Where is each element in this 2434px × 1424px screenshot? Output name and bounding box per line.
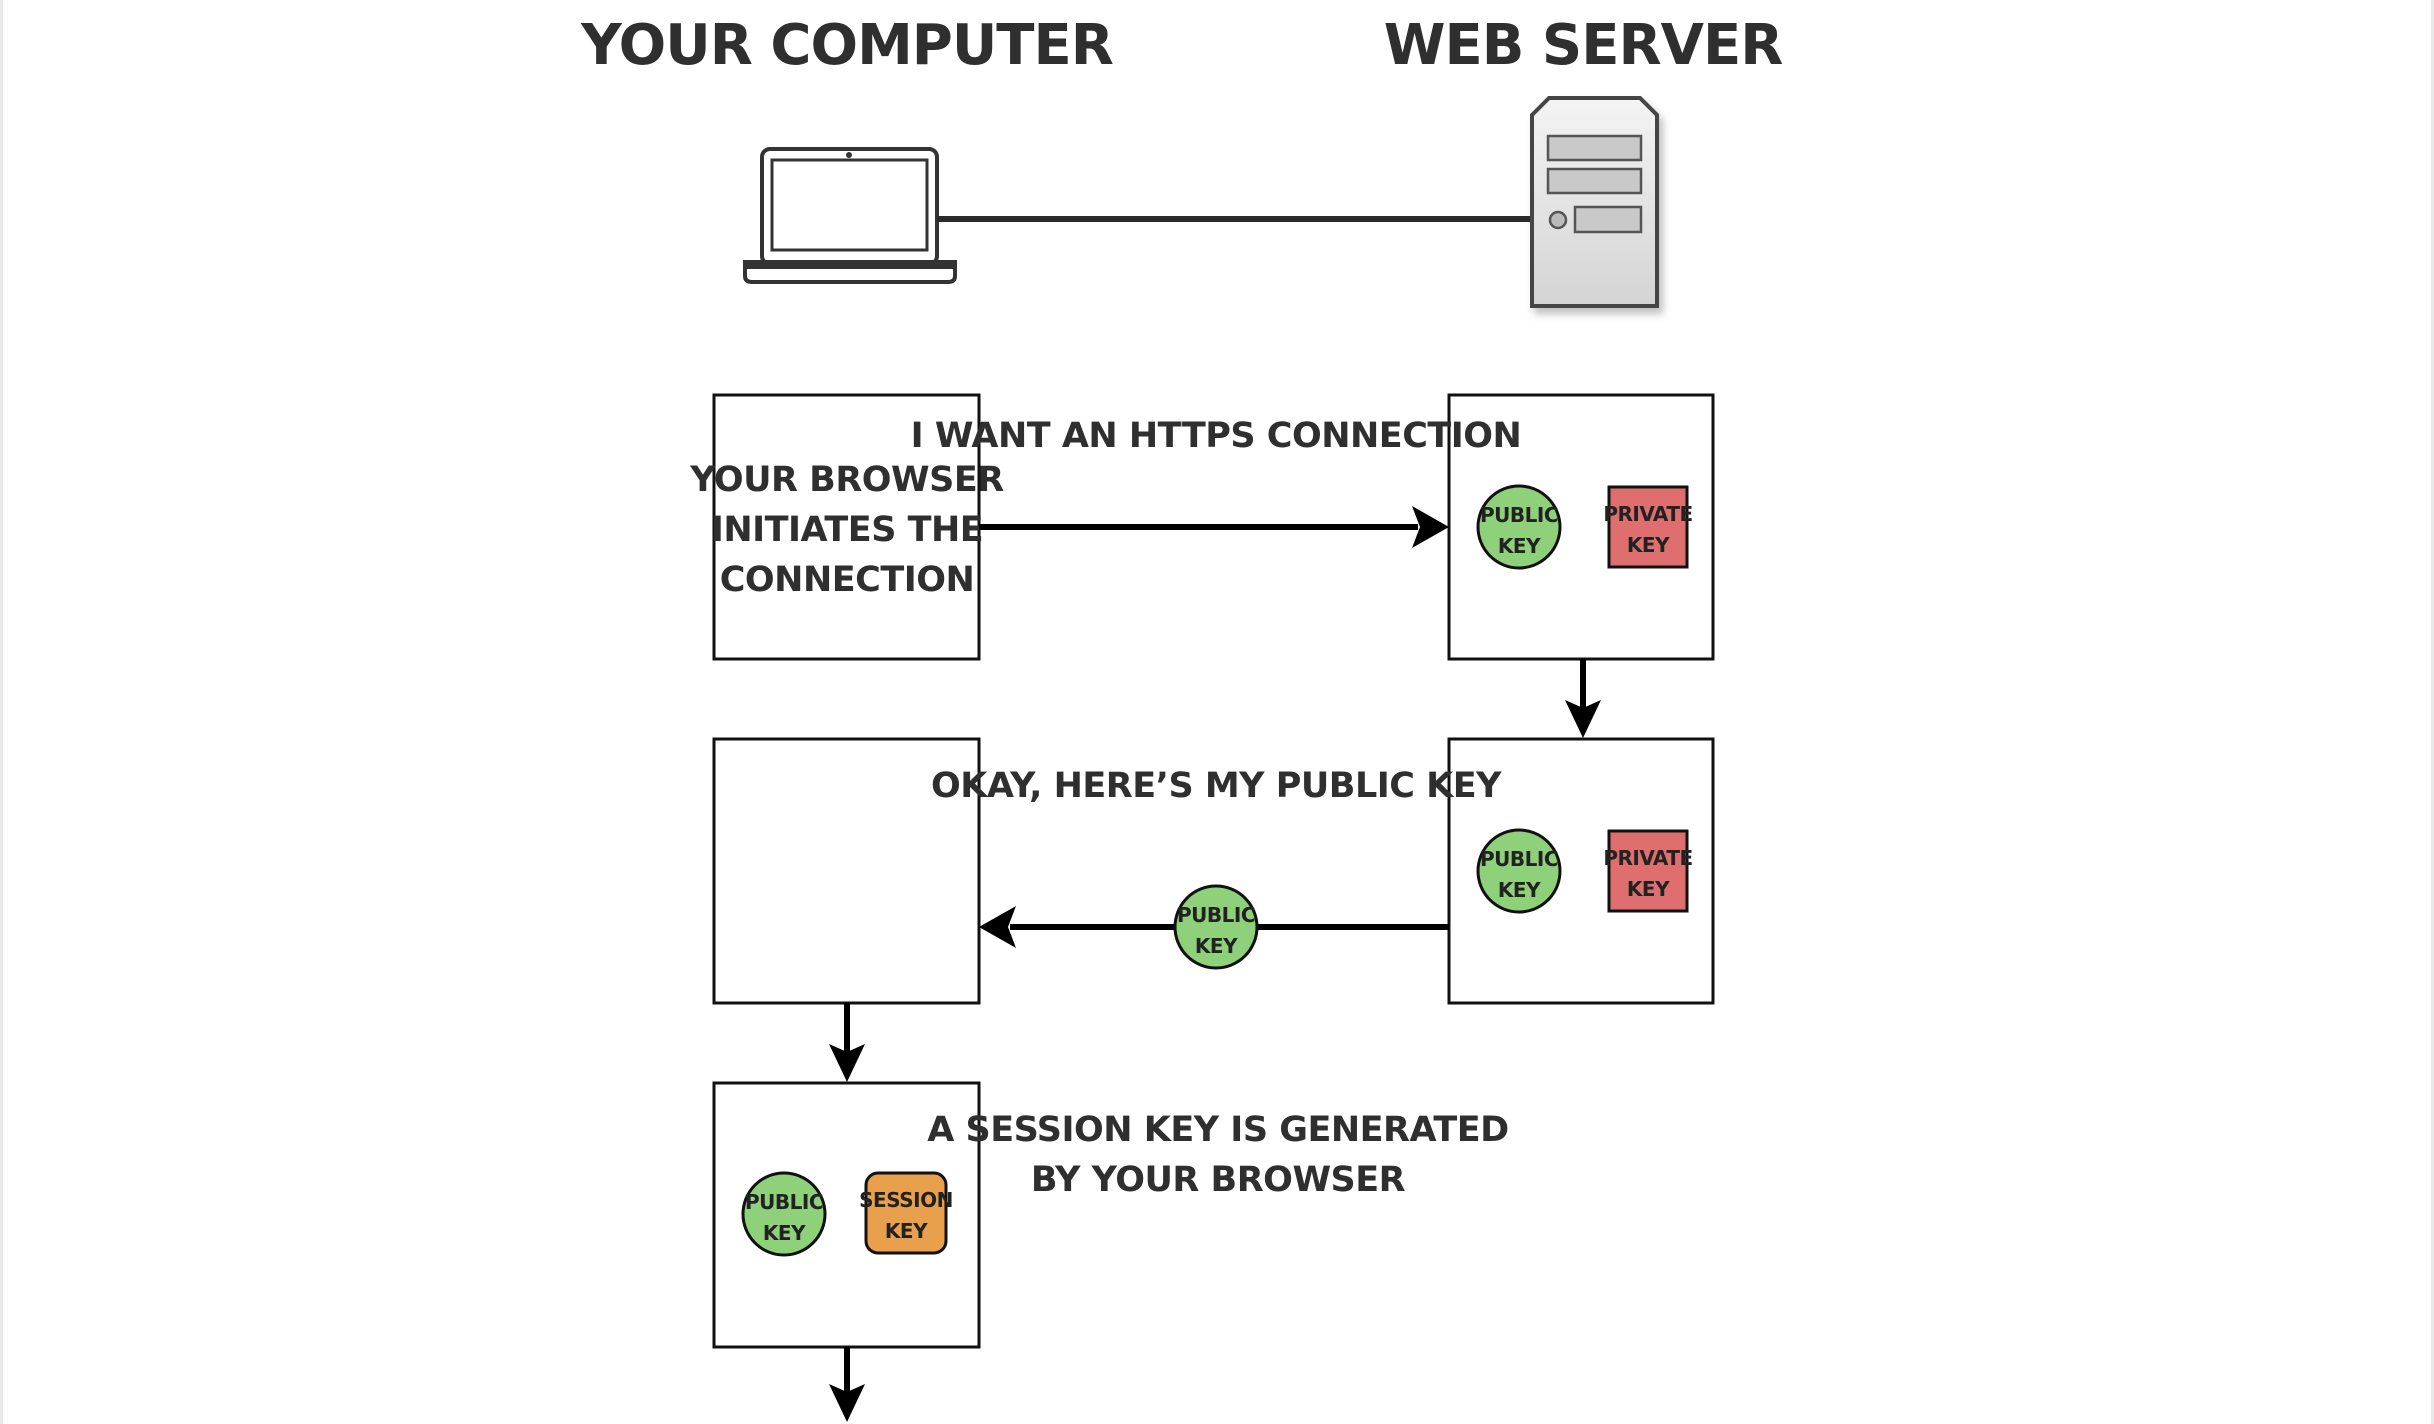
svg-text:PRIVATE: PRIVATE — [1603, 846, 1692, 870]
svg-text:KEY: KEY — [1498, 878, 1541, 902]
session-key-badge: SESSION KEY — [859, 1171, 953, 1255]
browser-box-line-2: INITIATES THE — [711, 510, 983, 550]
svg-text:PUBLIC: PUBLIC — [1480, 847, 1558, 871]
svg-text:KEY: KEY — [1195, 934, 1238, 958]
svg-text:KEY: KEY — [1627, 877, 1670, 901]
svg-text:PUBLIC: PUBLIC — [1177, 903, 1255, 927]
https-request-arrow — [979, 506, 1449, 548]
svg-text:KEY: KEY — [763, 1221, 806, 1245]
private-key-badge: PRIVATE KEY — [1603, 485, 1693, 569]
laptop-icon — [743, 147, 957, 284]
server-down-arrow — [1565, 659, 1601, 738]
public-key-badge: PUBLIC KEY — [1476, 484, 1562, 570]
browser-box-line-3: CONNECTION — [720, 560, 975, 600]
server-tower-icon — [1530, 96, 1659, 308]
public-key-badge: PUBLIC KEY — [1476, 828, 1562, 914]
web-server-heading: WEB SERVER — [1384, 13, 1783, 78]
browser-box-line-1: YOUR BROWSER — [689, 460, 1004, 500]
https-request-message: I WANT AN HTTPS CONNECTION — [911, 416, 1522, 456]
svg-text:KEY: KEY — [1498, 534, 1541, 558]
public-key-response-message: OKAY, HERE’S MY PUBLIC KEY — [931, 766, 1502, 806]
svg-text:KEY: KEY — [1627, 533, 1670, 557]
svg-text:KEY: KEY — [885, 1219, 928, 1243]
svg-text:SESSION: SESSION — [859, 1188, 953, 1212]
session-key-message-line-1: A SESSION KEY IS GENERATED — [927, 1110, 1508, 1150]
browser-down-arrow — [829, 1003, 865, 1082]
frame-edge-right — [2431, 0, 2434, 1424]
private-key-badge: PRIVATE KEY — [1603, 829, 1693, 913]
public-key-in-transit-badge: PUBLIC KEY — [1173, 884, 1259, 970]
public-key-badge: PUBLIC KEY — [741, 1171, 827, 1257]
session-key-message-line-2: BY YOUR BROWSER — [1031, 1160, 1406, 1200]
svg-text:PUBLIC: PUBLIC — [1480, 503, 1558, 527]
svg-text:PRIVATE: PRIVATE — [1603, 502, 1692, 526]
frame-edge-left — [0, 0, 3, 1424]
your-computer-heading: YOUR COMPUTER — [580, 13, 1113, 78]
svg-text:PUBLIC: PUBLIC — [745, 1190, 823, 1214]
continue-down-arrow — [829, 1347, 865, 1422]
browser-initiate-box — [712, 393, 981, 661]
